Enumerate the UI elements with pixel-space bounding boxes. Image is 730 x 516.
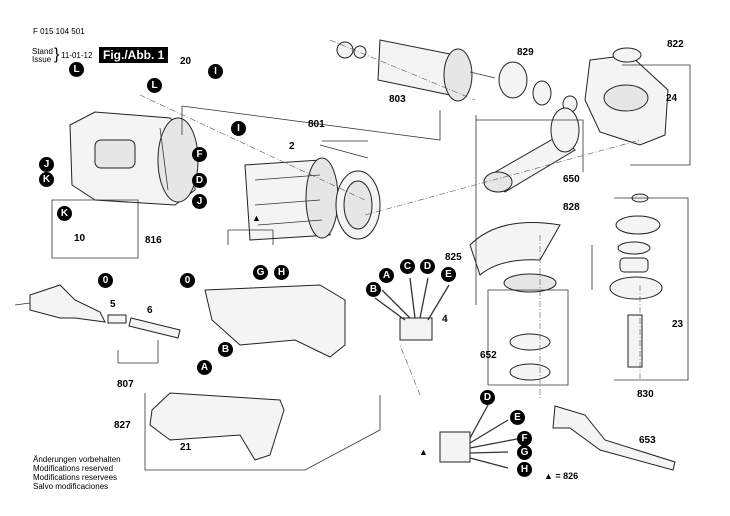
wire-badge-f: F bbox=[192, 147, 207, 162]
wire-badge-b: B bbox=[366, 282, 381, 297]
wire-badge-i: I bbox=[208, 64, 223, 79]
part-number-5: 5 bbox=[110, 299, 116, 310]
spanner bbox=[552, 405, 676, 471]
electronic-module bbox=[439, 431, 471, 463]
handle-cover bbox=[149, 392, 285, 461]
cable-guard bbox=[128, 317, 181, 339]
wire-badge-k: K bbox=[39, 172, 54, 187]
power-plug bbox=[14, 284, 106, 323]
part-number-827: 827 bbox=[114, 420, 131, 431]
wire-badge-a: A bbox=[379, 268, 394, 283]
triangle-marker: ▲ bbox=[252, 213, 261, 223]
wire-badge-l: L bbox=[147, 78, 162, 93]
part-number-801: 801 bbox=[308, 119, 325, 130]
triangle-marker: ▲ bbox=[419, 447, 428, 457]
cable-sleeve bbox=[107, 314, 127, 324]
wire-badge-d: D bbox=[420, 259, 435, 274]
document-number: F 015 104 501 bbox=[33, 27, 85, 36]
wire-badge-b: B bbox=[218, 342, 233, 357]
wire-badge-o: 0 bbox=[180, 273, 195, 288]
wire-badge-d: D bbox=[480, 390, 495, 405]
motor-housing bbox=[69, 111, 199, 206]
wire-badge-f: F bbox=[517, 431, 532, 446]
part-number-10: 10 bbox=[74, 233, 86, 244]
footer-note-en: Modifications reserved bbox=[33, 464, 114, 473]
part-number-653: 653 bbox=[639, 435, 656, 446]
triangle-legend: ▲ = 826 bbox=[544, 471, 579, 481]
wire-badge-l: L bbox=[69, 62, 84, 77]
bearing-plate bbox=[498, 61, 528, 99]
part-number-652: 652 bbox=[480, 350, 497, 361]
part-number-20: 20 bbox=[180, 56, 192, 67]
handle-housing bbox=[204, 284, 346, 358]
wire-badge-e: E bbox=[441, 267, 456, 282]
wire-badge-g: G bbox=[517, 445, 532, 460]
stator bbox=[244, 157, 339, 241]
part-number-829: 829 bbox=[517, 47, 534, 58]
issue-label: Issue bbox=[32, 55, 52, 64]
spindle-assembly bbox=[609, 193, 663, 368]
flange bbox=[509, 333, 551, 351]
part-number-803: 803 bbox=[389, 94, 406, 105]
part-number-828: 828 bbox=[563, 202, 580, 213]
issue-date: 11-01-12 bbox=[61, 51, 93, 60]
armature bbox=[336, 39, 496, 102]
long-screw bbox=[319, 144, 369, 159]
wire-badge-c: C bbox=[400, 259, 415, 274]
wire-badge-g: G bbox=[253, 265, 268, 280]
stand-label: Stand bbox=[32, 47, 53, 56]
wire-badge-e: E bbox=[510, 410, 525, 425]
part-number-830: 830 bbox=[637, 389, 654, 400]
part-number-807: 807 bbox=[117, 379, 134, 390]
part-number-23: 23 bbox=[672, 319, 684, 330]
part-number-650: 650 bbox=[563, 174, 580, 185]
gear-housing bbox=[584, 47, 669, 146]
figure-label: Fig./Abb. 1 bbox=[99, 47, 169, 63]
wire-badge-i: I bbox=[231, 121, 246, 136]
wire-badge-h: H bbox=[274, 265, 289, 280]
brace-glyph: } bbox=[54, 46, 60, 63]
wire-badge-o: 0 bbox=[98, 273, 113, 288]
footer-note-de: Änderungen vorbehalten bbox=[33, 455, 121, 464]
footer-note-fr: Modifications reservees bbox=[33, 473, 118, 482]
wire-badge-j: J bbox=[192, 194, 207, 209]
part-number-21: 21 bbox=[180, 442, 192, 453]
part-number-6: 6 bbox=[147, 305, 153, 316]
part-number-816: 816 bbox=[145, 235, 162, 246]
side-handle bbox=[483, 107, 580, 193]
part-number-4: 4 bbox=[442, 314, 448, 325]
footer-note-es: Salvo modificaciones bbox=[33, 482, 109, 491]
wheel-guard bbox=[469, 222, 561, 276]
wire-badge-j: J bbox=[39, 157, 54, 172]
bearing bbox=[532, 80, 552, 106]
part-number-2: 2 bbox=[289, 141, 295, 152]
wire-badge-d: D bbox=[192, 173, 207, 188]
switch bbox=[399, 317, 433, 341]
part-number-822: 822 bbox=[667, 39, 684, 50]
part-number-825: 825 bbox=[445, 252, 462, 263]
part-number-24: 24 bbox=[666, 93, 678, 104]
wire-badge-h: H bbox=[517, 462, 532, 477]
wire-badge-a: A bbox=[197, 360, 212, 375]
wire-badge-k: K bbox=[57, 206, 72, 221]
